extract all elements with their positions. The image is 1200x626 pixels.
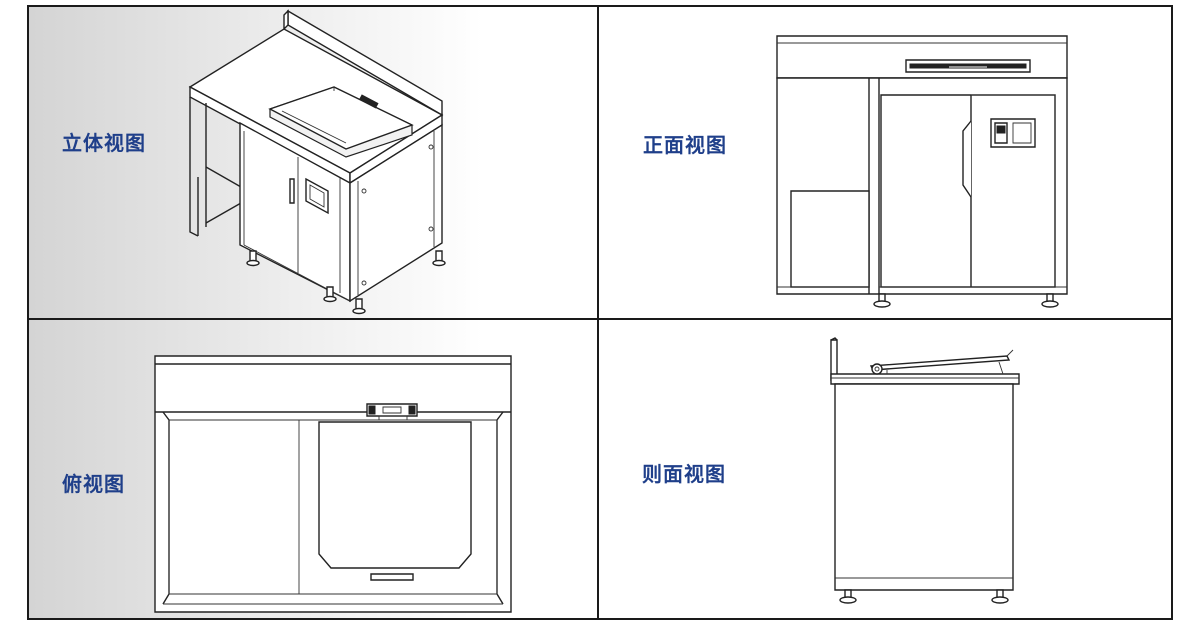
panel-front-view: 正面视图 [599,7,1171,318]
foot [247,251,445,314]
side-view-label: 则面视图 [642,462,726,486]
front-view-label: 正面视图 [643,133,727,157]
panel-top-view: 俯视图 [29,320,597,618]
isometric-view-drawing [184,7,484,318]
side-view-drawing [827,338,1023,616]
horizontal-divider [27,318,1173,320]
panel-isometric-view: 立体视图 [29,7,597,318]
top-view-drawing [153,354,515,616]
outer-frame [27,5,1173,620]
vertical-divider [597,5,599,620]
front-view-drawing [775,33,1070,313]
panel-side-view: 则面视图 [599,320,1171,618]
isometric-view-label: 立体视图 [62,131,146,155]
top-view-label: 俯视图 [62,472,125,496]
